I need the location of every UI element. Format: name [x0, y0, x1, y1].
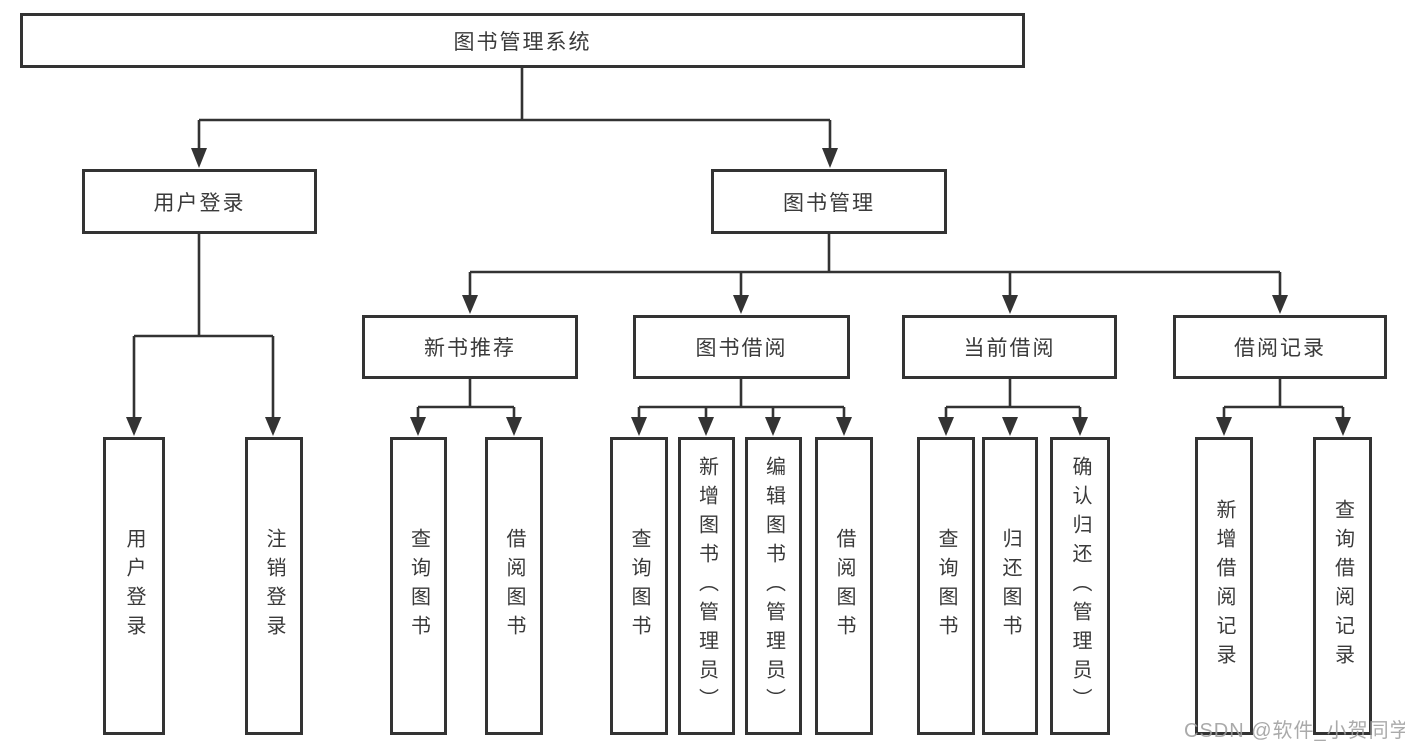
- node-user-login: 用户登录: [82, 169, 317, 234]
- node-new-book-recommend: 新书推荐: [362, 315, 578, 379]
- leaf-add-book-admin: 新增图书（管理员）: [678, 437, 735, 735]
- node-borrow-records: 借阅记录: [1173, 315, 1387, 379]
- leaf-logout: 注销登录: [245, 437, 303, 735]
- node-current-borrowing: 当前借阅: [902, 315, 1117, 379]
- node-book-borrowing: 图书借阅: [633, 315, 850, 379]
- watermark: CSDN @软件_小贺同学: [1184, 720, 1405, 742]
- leaf-edit-book-admin: 编辑图书（管理员）: [745, 437, 802, 735]
- leaf-query-books-recommend: 查询图书: [390, 437, 447, 735]
- leaf-user-login: 用户登录: [103, 437, 165, 735]
- node-book-management: 图书管理: [711, 169, 947, 234]
- leaf-query-books-current: 查询图书: [917, 437, 975, 735]
- leaf-borrow-books-borrowing: 借阅图书: [815, 437, 873, 735]
- leaf-return-books: 归还图书: [982, 437, 1038, 735]
- connector-paths: [132, 68, 1345, 421]
- leaf-add-borrow-record: 新增借阅记录: [1195, 437, 1253, 735]
- node-library-system: 图书管理系统: [20, 13, 1025, 68]
- leaf-query-books-borrowing: 查询图书: [610, 437, 668, 735]
- leaf-borrow-books-recommend: 借阅图书: [485, 437, 543, 735]
- leaf-query-borrow-record: 查询借阅记录: [1313, 437, 1372, 735]
- leaf-confirm-return-admin: 确认归还（管理员）: [1050, 437, 1110, 735]
- arrowheads: [126, 148, 1351, 436]
